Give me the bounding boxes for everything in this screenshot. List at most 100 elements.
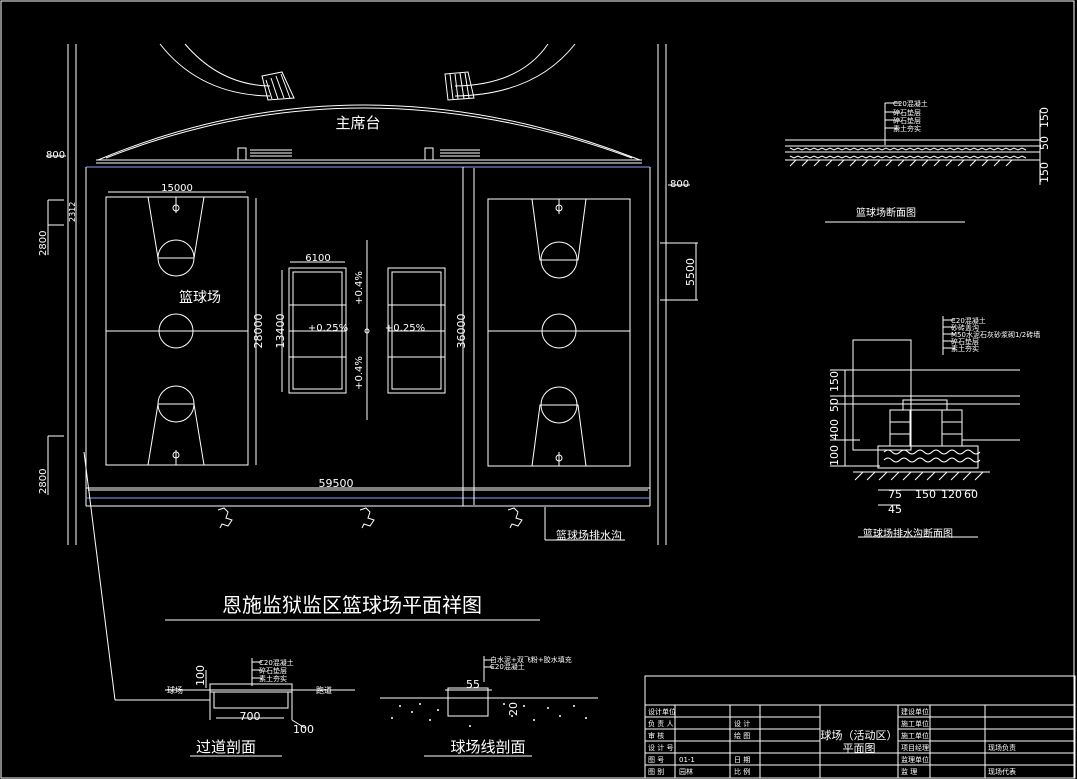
- slope-top: +0.4%: [354, 271, 365, 305]
- plan-boundary: [67, 44, 667, 545]
- passage-section-layers: C20混凝土 碎石垫层 素土夯实: [259, 658, 294, 683]
- line-layer-1: 白水泥+双飞粉+胶水填充: [490, 655, 572, 664]
- court-layer-4: 素土夯实: [893, 124, 921, 133]
- drain-layer-3: M50水泥石灰砂浆砌1/2砖墙: [951, 330, 1040, 339]
- tb-left-5: 图 号: [648, 756, 664, 764]
- title-block-grid: [644, 675, 1076, 779]
- dim-2800-bottom: 2800: [38, 469, 49, 494]
- left-basketball-court: [105, 196, 249, 466]
- tb-mid-4: 比 例: [734, 767, 750, 776]
- dim-59500: 59500: [319, 477, 354, 490]
- grandstand-structure: [96, 43, 642, 164]
- tb-mid-3: 日 期: [734, 756, 750, 764]
- dim-15000: 15000: [161, 183, 193, 194]
- passage-dim-3: 100: [293, 723, 314, 736]
- drain-section-caption: 篮球场排水沟断面图: [863, 527, 953, 540]
- passage-right-label: 跑道: [316, 685, 332, 695]
- dim-800-left: 800: [46, 150, 65, 161]
- drain-dim-h4: 60: [964, 488, 978, 501]
- drain-layer-1: C20混凝土: [951, 316, 986, 325]
- passage-layer-2: 碎石垫层: [259, 666, 287, 675]
- tb-mid-1: 设 计: [734, 719, 750, 728]
- drain-section-drawing: [830, 316, 1020, 538]
- tb-right-6: 监 理: [901, 767, 917, 776]
- line-section-caption: 球场线剖面: [450, 738, 525, 756]
- line-section-drawing: [380, 656, 598, 757]
- drain-layer-4: 碎石垫层: [951, 337, 979, 346]
- dim-2312: 2312: [68, 202, 77, 222]
- drain-dim-h1: 75: [888, 488, 902, 501]
- dim-2800-top: 2800: [38, 231, 49, 256]
- tb-right-1: 建设单位: [901, 707, 929, 716]
- dimension-lines: [46, 155, 698, 621]
- tb-left-4: 设 计 号: [648, 743, 673, 752]
- court-section-drawing: [785, 102, 1041, 223]
- line-dim-2: 20: [507, 702, 520, 716]
- tb-left-6: 图 别: [648, 767, 664, 776]
- drawing-name-2: 平面图: [843, 742, 876, 755]
- dim-800-right: 800: [670, 179, 689, 190]
- line-layer-2: C20混凝土: [490, 662, 525, 671]
- slope-right: +0.25%: [385, 323, 425, 334]
- drain-dim-v4: 100: [828, 445, 841, 466]
- court-layer-1: C20混凝土: [893, 99, 928, 108]
- court-dim-3: 150: [1038, 162, 1051, 183]
- drain-dim-h3: 120: [941, 488, 962, 501]
- drain-layer-5: 素土夯实: [951, 344, 979, 353]
- dim-28000: 28000: [252, 314, 265, 349]
- passage-layer-1: C20混凝土: [259, 658, 294, 667]
- dim-5500: 5500: [684, 258, 697, 286]
- slope-left: +0.25%: [308, 323, 348, 334]
- tb-mid-2: 绘 图: [734, 731, 750, 740]
- grandstand-label: 主席台: [335, 114, 380, 132]
- passage-dim-2: 700: [240, 710, 261, 723]
- tb-left-2: 负 责 人: [648, 719, 673, 728]
- passage-section-caption: 过道剖面: [196, 738, 256, 756]
- passage-left-label: 球场: [167, 685, 183, 695]
- plan-title: 恩施监狱监区篮球场平面祥图: [222, 593, 482, 617]
- drain-layer-2: 砂砖盖沟: [951, 323, 979, 332]
- slope-bottom: +0.4%: [354, 356, 365, 390]
- court-dim-2: 50: [1038, 136, 1051, 150]
- line-section-layers: 白水泥+双飞粉+胶水填充 C20混凝土: [490, 655, 572, 671]
- drain-dim-v2: 50: [828, 398, 841, 412]
- tb-right-5: 监理单位: [901, 755, 929, 764]
- dim-13400: 13400: [274, 314, 287, 349]
- tb-left-3: 审 核: [648, 731, 664, 740]
- court-section-layers: C20混凝土 碎石垫层 碎石垫层 素土夯实: [893, 99, 928, 133]
- drain-dim-h2: 150: [915, 488, 936, 501]
- dim-6100: 6100: [305, 253, 330, 264]
- line-section-gravel: [391, 703, 587, 727]
- title-block-text: 设计单位 负 责 人 审 核 设 计 号 图 号 图 别 01-1 园林 设 计…: [648, 707, 1016, 776]
- drain-label: 篮球场排水沟: [556, 528, 622, 542]
- passage-layer-3: 素土夯实: [259, 674, 287, 683]
- tb-left-value-5: 01-1: [679, 756, 695, 764]
- drain-section-layers: C20混凝土 砂砖盖沟 M50水泥石灰砂浆砌1/2砖墙 碎石垫层 素土夯实: [951, 316, 1040, 353]
- drain-dim-v3: 400: [828, 419, 841, 440]
- drawing-name-1: 球场（活动区）: [821, 728, 898, 742]
- drain-markers: [83, 451, 625, 701]
- dim-36000: 36000: [455, 314, 468, 349]
- tb-left-value-6: 园林: [679, 767, 693, 776]
- court-dim-1: 150: [1038, 107, 1051, 128]
- tb-right2-6: 现场代表: [988, 767, 1016, 776]
- drain-dim-v1: 150: [828, 371, 841, 392]
- tb-right-2: 施工单位: [901, 719, 929, 728]
- drain-dim-h5: 45: [888, 503, 902, 516]
- court-layer-2: 碎石垫层: [893, 108, 921, 117]
- tb-right2-4: 现场负责: [988, 743, 1016, 752]
- court-label: 篮球场: [179, 290, 221, 306]
- passage-section-drawing: [165, 658, 355, 757]
- court-layer-3: 碎石垫层: [893, 116, 921, 125]
- passage-dim-1: 100: [194, 665, 207, 686]
- court-area: [85, 166, 651, 507]
- tb-right-3: 施工单位: [901, 731, 929, 740]
- middle-courts: [288, 240, 446, 420]
- tb-right-4: 项目经理: [901, 743, 929, 752]
- line-dim-1: 55: [466, 678, 480, 691]
- right-basketball-court: [487, 198, 631, 467]
- tb-left-1: 设计单位: [648, 707, 676, 716]
- court-section-caption: 篮球场断面图: [856, 206, 916, 219]
